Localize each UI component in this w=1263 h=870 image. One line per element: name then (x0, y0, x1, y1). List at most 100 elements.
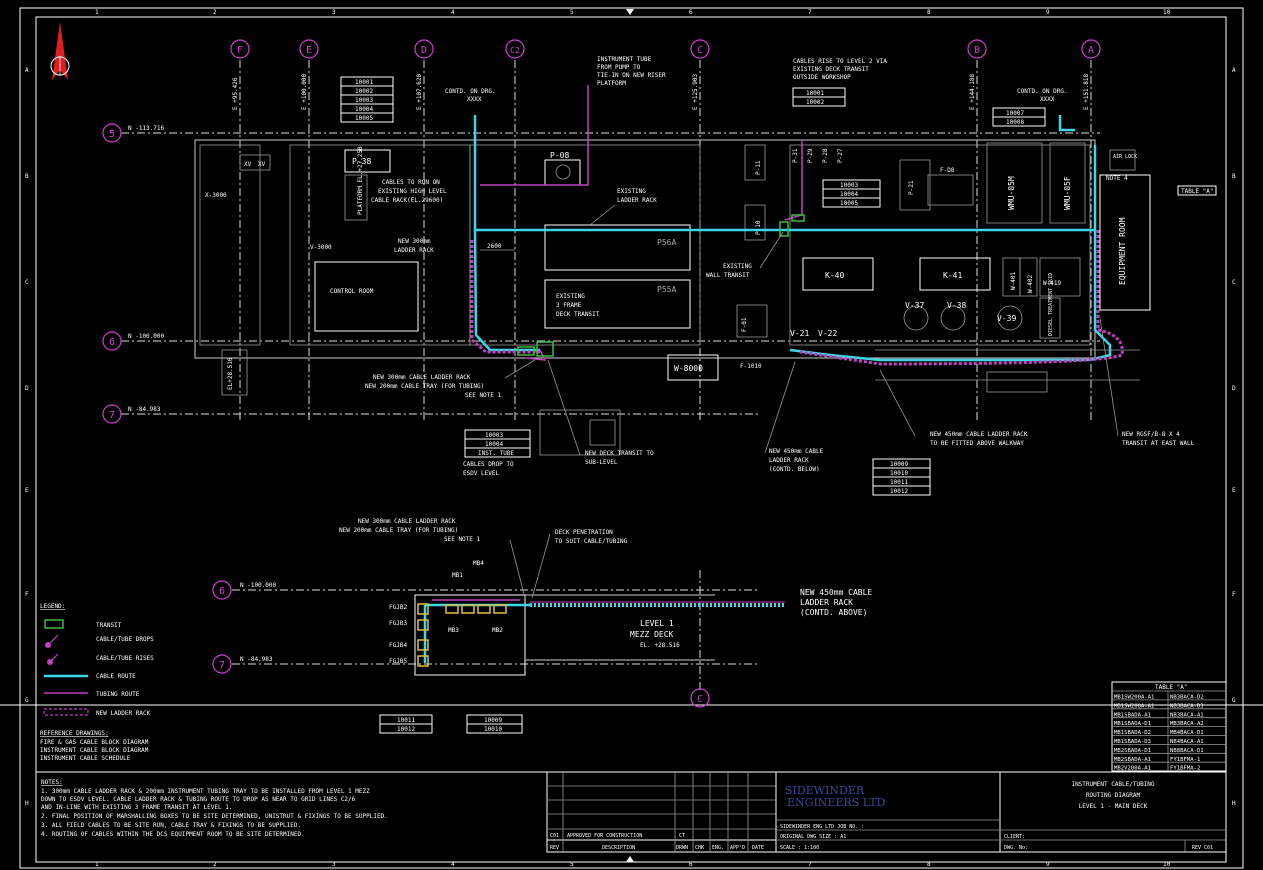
border-number: 8 (927, 9, 931, 16)
svg-text:7: 7 (109, 410, 115, 421)
svg-text:NOTE 4: NOTE 4 (1106, 175, 1128, 182)
legend-item: CABLE ROUTE (96, 673, 136, 680)
svg-text:NEW 300mm: NEW 300mm (398, 238, 431, 245)
title-block: SIDEWINDER ENGINEERS LTD SIDEWINDER ENG … (775, 771, 1227, 853)
svg-text:10001: 10001 (355, 79, 373, 86)
svg-text:N -100.000: N -100.000 (128, 333, 165, 340)
svg-text:10003: 10003 (840, 182, 858, 189)
svg-text:E +107.620: E +107.620 (416, 73, 423, 110)
lower-bubble-6: 6 (219, 586, 225, 597)
table-a-cell: MB1SBADA-D3 (1114, 739, 1151, 745)
p29-label: P-29 (807, 148, 814, 163)
svg-text:EXISTING: EXISTING (617, 188, 646, 195)
svg-text:10005: 10005 (355, 115, 373, 122)
inner-border (35, 16, 1227, 863)
center-mark-bottom-icon (626, 856, 634, 862)
svg-text:DOWN TO ESDV LEVEL. CABLE LADD: DOWN TO ESDV LEVEL. CABLE LADDER RACK & … (41, 796, 356, 803)
border-letter: H (25, 800, 29, 807)
notes: NOTES: 1. 300mm CABLE LADDER RACK & 200m… (41, 779, 388, 838)
svg-text:10007: 10007 (1006, 110, 1024, 117)
svg-text:E +144.188: E +144.188 (969, 73, 976, 110)
svg-text:EXISTING: EXISTING (556, 293, 585, 300)
svg-text:FGJB4: FGJB4 (389, 642, 407, 649)
svg-text:5: 5 (109, 129, 115, 140)
control-room-label: CONTROL ROOM (330, 288, 374, 295)
svg-text:CHK: CHK (695, 845, 704, 851)
svg-text:10012: 10012 (397, 726, 415, 733)
svg-text:C01: C01 (550, 833, 559, 839)
svg-text:10009: 10009 (890, 461, 908, 468)
svg-text:MB2: MB2 (492, 627, 503, 634)
svg-text:DECK TRANSIT: DECK TRANSIT (556, 311, 600, 318)
fd8-label: F-D8 (940, 167, 955, 174)
svg-text:SIDEWINDER ENG LTD JOB NO. :: SIDEWINDER ENG LTD JOB NO. : (780, 824, 864, 830)
svg-text:10008: 10008 (1006, 119, 1024, 126)
svg-text:D: D (421, 45, 427, 56)
svg-text:NEW 450mm CABLE: NEW 450mm CABLE (769, 448, 824, 455)
svg-text:LADDER RACK: LADDER RACK (769, 457, 809, 464)
p28-label: P-28 (822, 148, 829, 163)
border-letter: D (25, 385, 29, 392)
outer-border (19, 7, 1244, 869)
table-a-cell: NB3BACA-D2 (1170, 695, 1204, 701)
svg-text:SEE NOTE 1: SEE NOTE 1 (444, 536, 481, 543)
lower-bubble-7: 7 (219, 660, 225, 671)
svg-text:10010: 10010 (484, 726, 502, 733)
legend-item: TRANSIT (96, 622, 122, 629)
svg-text:TO SUIT CABLE/TUBING: TO SUIT CABLE/TUBING (555, 538, 628, 545)
p38-label: P-38 (352, 157, 371, 166)
border-number: 7 (808, 861, 812, 868)
p10-label: P-10 (755, 220, 762, 235)
svg-text:MEZZ DECK: MEZZ DECK (630, 630, 674, 639)
svg-text:CLIENT:: CLIENT: (1004, 834, 1025, 840)
building-outline: XV XV X-3000 V-3000 CONTROL ROOM P-38 PL… (194, 139, 1151, 456)
column-gridlines (239, 60, 1092, 420)
svg-text:FROM PUMP TO: FROM PUMP TO (597, 64, 641, 71)
annotations-upper: CONTD. ON DRG. XXXX CONTD. ON DRG. XXXX … (365, 56, 1217, 477)
grid-bubble-A: AE +151.818 (1081, 39, 1101, 110)
svg-text:CABLES RISE TO LEVEL 2 VIA: CABLES RISE TO LEVEL 2 VIA (793, 58, 887, 65)
svg-text:TO BE FITTED ABOVE WALKWAY: TO BE FITTED ABOVE WALKWAY (930, 440, 1024, 447)
svg-text:E +100.000: E +100.000 (301, 73, 308, 110)
svg-text:FIRE & GAS CABLE BLOCK DIAGRAM: FIRE & GAS CABLE BLOCK DIAGRAM (40, 739, 149, 746)
svg-text:10009: 10009 (484, 717, 502, 724)
w8000-label: W-8000 (674, 364, 703, 373)
svg-text:F: F (237, 45, 243, 56)
x3000-label: X-3000 (205, 192, 227, 199)
table-a-cell: NB8BACA-D1 (1170, 748, 1204, 754)
k40-label: K-40 (825, 271, 844, 280)
diesel-label: DIESEL TREATMENT SKID (1048, 273, 1054, 336)
p11-label: P-11 (755, 160, 762, 175)
grid-bubble-C: CE +125.903 (690, 39, 710, 110)
table-a-cell: FY1BFMA-1 (1170, 757, 1200, 763)
center-mark-top-icon (626, 9, 634, 15)
svg-text:2600: 2600 (487, 243, 502, 250)
ladder-rack-swatch (43, 708, 89, 716)
cable-table-3: 10007 10008 (992, 107, 1046, 127)
svg-text:WALL TRANSIT: WALL TRANSIT (706, 272, 750, 279)
svg-text:10010: 10010 (890, 470, 908, 477)
p27-label: P-27 (837, 148, 844, 163)
lower-bubble-C: C (697, 694, 703, 705)
legend: LEGEND: TRANSIT CABLE/TUBE DROPS CABLE/T… (40, 603, 154, 717)
svg-text:FGJB5: FGJB5 (389, 658, 407, 665)
border-number: 6 (689, 9, 693, 16)
svg-text:EL. +28.516: EL. +28.516 (640, 642, 680, 649)
svg-text:CONTD. ON DRG.: CONTD. ON DRG. (445, 88, 496, 95)
border-number: 8 (927, 861, 931, 868)
svg-text:CABLE RACK(EL.29600): CABLE RACK(EL.29600) (371, 197, 443, 204)
svg-text:10001: 10001 (806, 90, 824, 97)
svg-text:N -100.000: N -100.000 (240, 582, 277, 589)
border-letter: F (1232, 591, 1236, 598)
svg-text:AND IN-LINE WITH EXISTING 3 FR: AND IN-LINE WITH EXISTING 3 FRAME TRANSI… (41, 804, 232, 811)
border-letter: B (1232, 173, 1236, 180)
svg-text:XXXX: XXXX (1040, 96, 1055, 103)
table-a-cell: MB1SW200A-A1 (1114, 695, 1154, 701)
svg-text:MB1: MB1 (452, 572, 463, 579)
cable-drop-icon (45, 634, 59, 648)
border-number: 7 (808, 9, 812, 16)
svg-text:NOTES:: NOTES: (41, 779, 63, 786)
